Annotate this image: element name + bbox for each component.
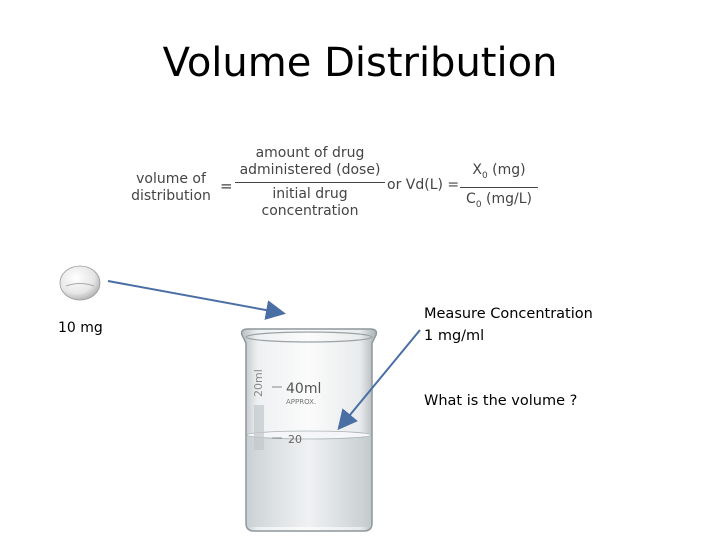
formula-or-vd: or Vd(L) =	[387, 177, 460, 193]
c-unit: (mg/L)	[481, 190, 532, 207]
fraction-bar	[235, 182, 385, 183]
measure-line2: 1 mg/ml	[424, 328, 485, 344]
c-symbol: C	[466, 190, 476, 207]
x-unit: (mg)	[487, 162, 526, 178]
denominator-line1: initial drug	[272, 186, 348, 202]
beaker-tick-label: 20	[288, 433, 302, 446]
pill-icon	[59, 265, 101, 301]
measure-line1: Measure Concentration	[424, 306, 593, 322]
formula-dose-fraction: amount of drug administered (dose) initi…	[235, 145, 385, 220]
beaker-image: 40ml APPROX. 20ml 20	[240, 328, 378, 532]
beaker-approx-label: APPROX.	[286, 398, 316, 406]
formula-lhs: volume of distribution	[130, 171, 212, 205]
volume-distribution-formula: volume of distribution = amount of drug …	[125, 143, 545, 225]
numerator-line2: administered (dose)	[239, 162, 381, 178]
c-sub: 0	[475, 199, 482, 210]
pill-to-beaker-arrow	[107, 280, 286, 320]
numerator-line1: amount of drug	[255, 145, 365, 161]
x-symbol: X	[472, 162, 482, 178]
denominator-line2: concentration	[261, 203, 359, 219]
beaker-side-mark: 20ml	[252, 369, 265, 397]
dose-label: 10 mg	[58, 320, 103, 336]
fraction-bar-2	[460, 186, 538, 188]
formula-symbol-fraction: X0 (mg) C0 (mg/L)	[460, 161, 538, 214]
slide-title: Volume Distribution	[162, 40, 558, 86]
beaker-volume-label: 40ml	[286, 381, 321, 397]
formula-lhs-line1: volume of	[136, 171, 206, 187]
formula-equals: =	[220, 177, 233, 195]
x-sub: 0	[481, 170, 488, 181]
formula-x0: X0 (mg)	[460, 161, 538, 185]
formula-c0: C0 (mg/L)	[460, 190, 538, 214]
measure-concentration-note: Measure Concentration 1 mg/ml	[424, 303, 593, 347]
volume-question: What is the volume ?	[424, 393, 578, 409]
formula-lhs-line2: distribution	[131, 188, 211, 204]
measure-to-liquid-arrow	[337, 329, 421, 431]
